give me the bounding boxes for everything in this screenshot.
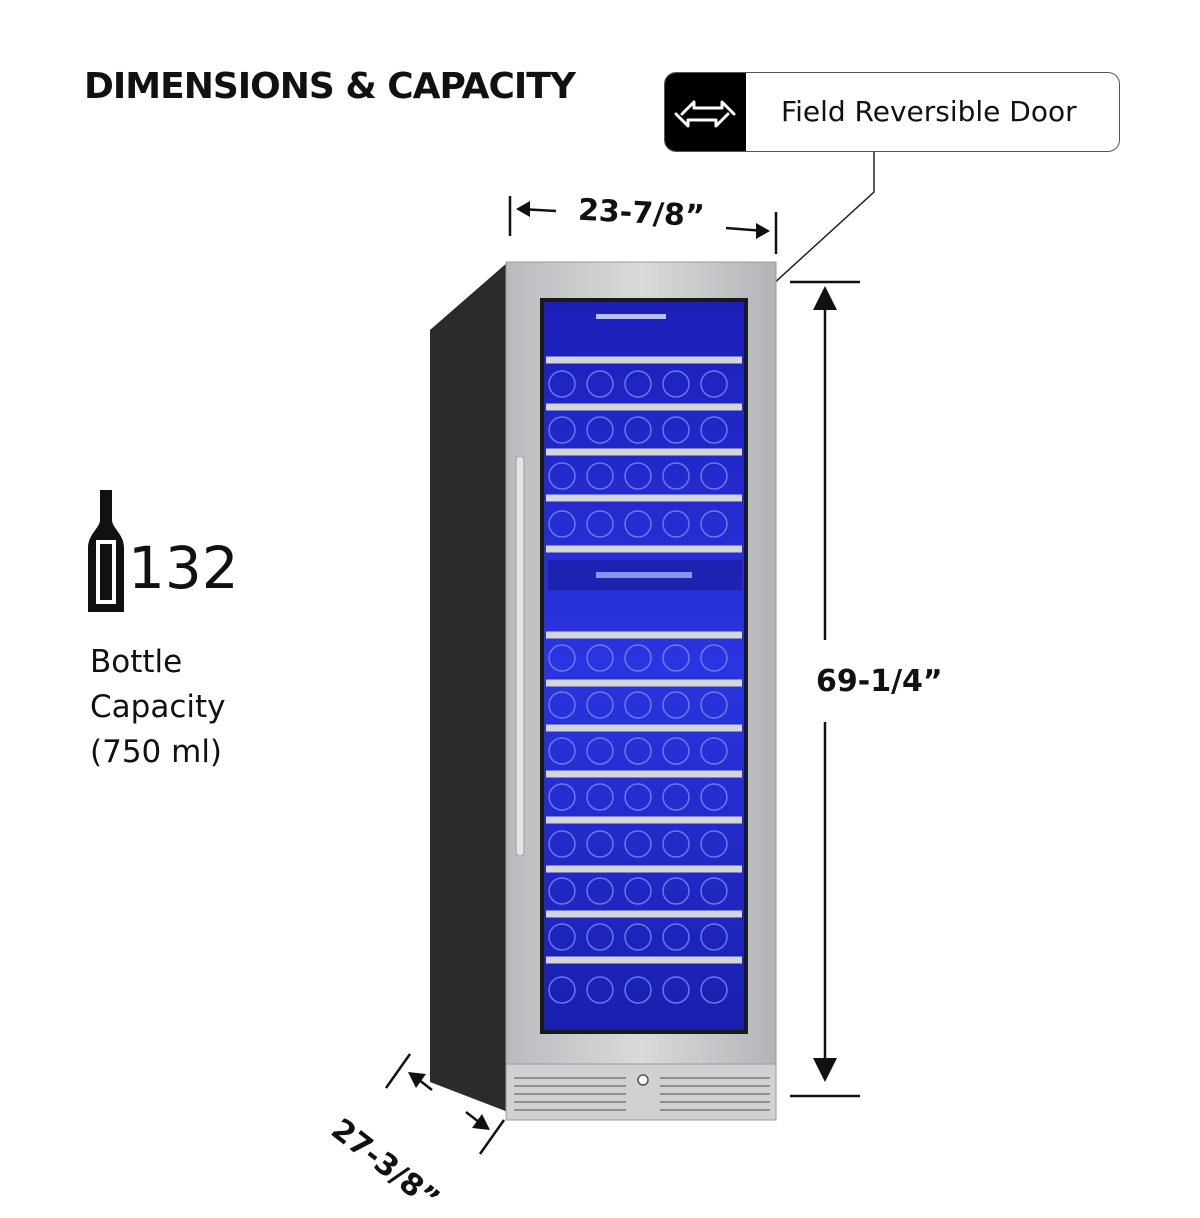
capacity-label-line: Bottle [90,644,183,680]
swap-arrows-icon [665,73,746,151]
width-dimension-label: 23-7/8” [577,192,706,235]
feature-callout: Field Reversible Door [664,72,1120,152]
feature-label: Field Reversible Door [781,95,1077,128]
wine-shelves [546,356,742,964]
bottle-capacity-label: Bottle Capacity (750 ml) [90,640,290,775]
base-grille [505,1063,777,1121]
capacity-label-line: (750 ml) [90,734,223,770]
height-dimension-label: 69-1/4” [816,664,943,699]
cabinet-side [430,262,508,1112]
door-handle [515,455,525,857]
capacity-label-line: Capacity [90,689,226,725]
page-title: DIMENSIONS & CAPACITY [84,66,576,107]
bottle-ends [548,370,728,1004]
height-dimension-arrows [790,280,860,1098]
glass-panel [540,298,748,1034]
wine-bottle-icon [88,490,124,612]
bottle-capacity-count: 132 [128,534,239,602]
width-dimension-arrows [508,196,778,254]
depth-dimension-arrows [384,1053,506,1155]
